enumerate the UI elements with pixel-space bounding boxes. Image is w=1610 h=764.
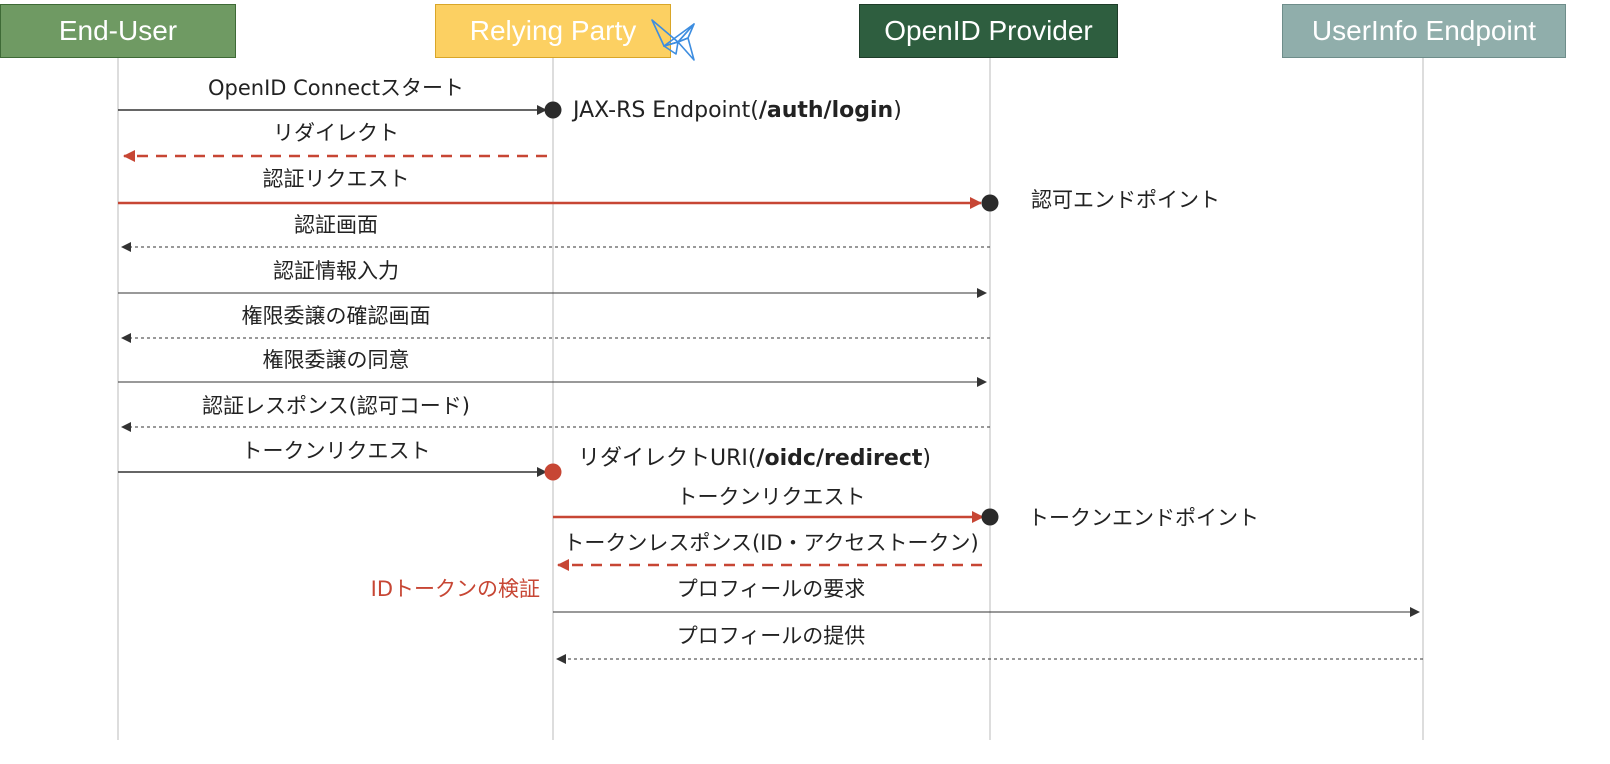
endpoint-label: トークンエンドポイント: [1028, 506, 1259, 530]
message-label: トークンリクエスト: [677, 485, 866, 509]
participant-label: UserInfo Endpoint: [1311, 15, 1537, 46]
message-label: リダイレクト: [273, 121, 399, 145]
message-label: 認証リクエスト: [263, 167, 410, 191]
endpoint-label: JAX-RS Endpoint(/auth/login): [571, 98, 902, 123]
id-token-verification-note: IDトークンの検証: [371, 577, 540, 601]
message-label: トークンリクエスト: [242, 439, 431, 463]
origami-bird-icon: [651, 19, 695, 61]
message-label: 権限委譲の同意: [263, 348, 410, 372]
message-label: 認証画面: [294, 213, 378, 237]
participant-openid-provider: OpenID Provider: [859, 4, 1118, 58]
message-label: OpenID Connectスタート: [208, 76, 464, 100]
endpoint-dot: [544, 101, 562, 119]
endpoint-label: リダイレクトURI(/oidc/redirect): [578, 446, 931, 471]
message-label: プロフィールの提供: [677, 624, 866, 648]
participant-label: End-User: [58, 15, 178, 46]
endpoint-dot: [544, 463, 562, 481]
message-label: 認証情報入力: [273, 259, 399, 283]
endpoint-dot: [981, 194, 999, 212]
endpoint-label: 認可エンドポイント: [1031, 188, 1220, 212]
participant-userinfo-endpoint: UserInfo Endpoint: [1282, 4, 1566, 58]
participant-label: Relying Party: [469, 15, 637, 46]
endpoint-dot: [981, 508, 999, 526]
message-label: トークンレスポンス(ID・アクセストークン): [563, 531, 978, 555]
participant-relying-party: Relying Party: [435, 4, 671, 58]
message-label: 認証レスポンス(認可コード): [202, 394, 470, 418]
message-label: プロフィールの要求: [677, 577, 866, 601]
participant-label: OpenID Provider: [884, 15, 1093, 46]
message-label: 権限委譲の確認画面: [242, 304, 431, 328]
participant-end-user: End-User: [0, 4, 236, 58]
